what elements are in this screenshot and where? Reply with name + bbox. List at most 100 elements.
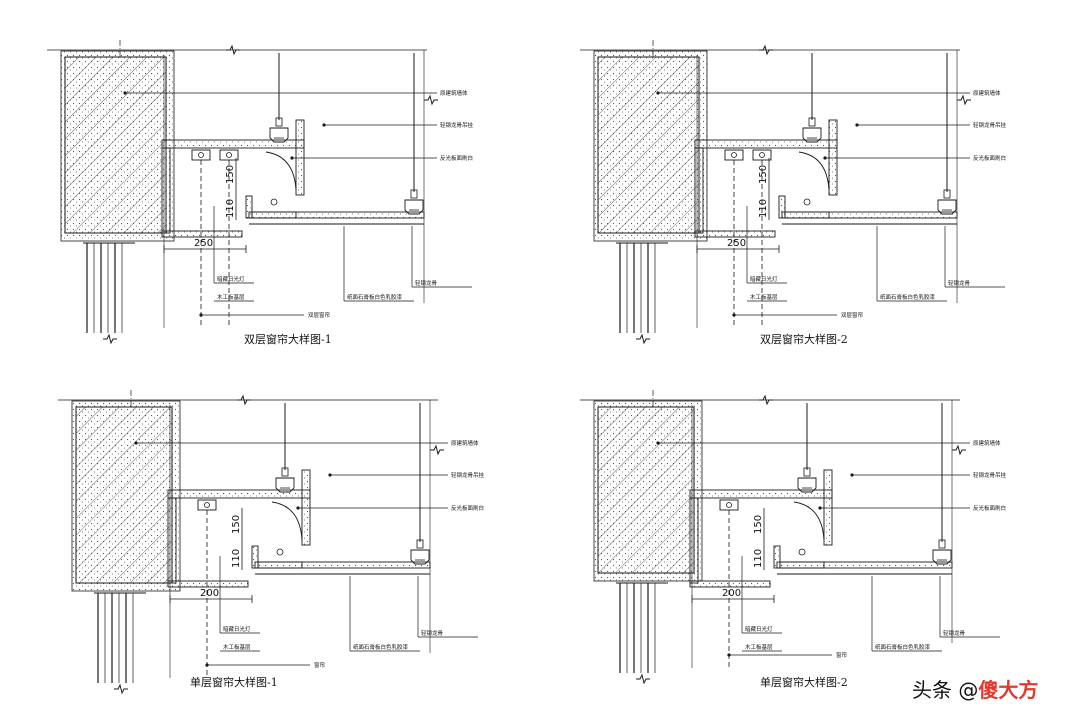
callout-2: 轻钢龙骨吊挂: [451, 471, 485, 479]
top-break-symbol: [237, 394, 251, 406]
pocket-bottom-ledge: [689, 580, 771, 588]
leader-dot: [199, 313, 203, 317]
leader-dot: [205, 663, 209, 667]
callout-7: 轻钢龙骨: [948, 279, 971, 287]
ceiling-hanger-left: [802, 53, 822, 143]
callout-4: 暗藏日光灯: [217, 275, 245, 283]
callout-3: 反光板面刷白: [973, 504, 1006, 512]
leader-dot: [322, 123, 326, 127]
callout-1: 原建筑墙体: [440, 89, 468, 97]
pocket-right-board: [828, 119, 838, 196]
curtain-track: [191, 149, 211, 161]
callouts: 原建筑墙体轻钢龙骨吊挂反光板面刷白暗藏日光灯木工板基层纸面石膏板白色乳胶漆轻钢龙…: [134, 439, 485, 669]
lamp-symbol: [803, 198, 811, 206]
structural-wall: [597, 56, 700, 234]
keel-clip: [932, 549, 952, 565]
track-roller: [731, 152, 737, 158]
dim-text-height-lower: 110: [225, 199, 236, 218]
pocket-bottom-ledge: [694, 230, 776, 238]
light-trough-board: [778, 195, 786, 219]
ceiling-hanger-right: [932, 403, 952, 565]
hanger-clip: [808, 117, 816, 127]
dim-text-height-upper: 150: [225, 165, 236, 184]
watermark-name: 傻大方: [978, 678, 1039, 702]
pocket-bottom-ledge: [161, 230, 243, 238]
keel-clip: [275, 477, 295, 493]
reflector-curve: [265, 151, 297, 191]
curtain-pocket: [161, 119, 425, 238]
reflector-curve: [793, 501, 825, 541]
callout-5: 木工板基层: [223, 643, 251, 651]
callout-2: 轻钢龙骨吊挂: [440, 121, 474, 129]
side-break-symbol: [430, 444, 444, 456]
dim-text-width: 250: [194, 238, 213, 249]
dim-text-width: 200: [722, 588, 741, 599]
curtain-detail-4: 200150110原建筑墙体轻钢龙骨吊挂反光板面刷白暗藏日光灯木工板基层纸面石膏…: [580, 390, 1007, 685]
callout-5: 木工板基层: [217, 293, 245, 301]
leader-dot: [823, 156, 827, 160]
callout-7: 轻钢龙骨: [943, 629, 966, 637]
trough-bottom-board: [779, 561, 825, 569]
leader-dot: [656, 91, 660, 95]
curtain-detail-3: 200150110原建筑墙体轻钢龙骨吊挂反光板面刷白暗藏日光灯木工板基层纸面石膏…: [58, 390, 485, 695]
callout-8: 窗帘: [836, 651, 848, 659]
caption-panel-2: 双层窗帘大样图-2: [760, 333, 848, 346]
curtain-detail-1: 250150110原建筑墙体轻钢龙骨吊挂反光板面刷白暗藏日光灯木工板基层纸面石膏…: [47, 40, 474, 345]
watermark: 头条 @傻大方: [912, 674, 1038, 703]
hanger-clip: [281, 467, 289, 477]
trough-bottom-board: [257, 561, 303, 569]
callout-6: 纸面石膏板白色乳胶漆: [353, 643, 409, 651]
ceiling-hanger-left: [269, 53, 289, 143]
pocket-top-board: [694, 139, 838, 149]
callout-3: 反光板面刷白: [973, 154, 1006, 162]
side-break-symbol: [952, 444, 966, 456]
callout-8: 窗帘: [314, 661, 326, 669]
dim-text-height-lower: 110: [753, 549, 764, 568]
callouts: 原建筑墙体轻钢龙骨吊挂反光板面刷白暗藏日光灯木工板基层纸面石膏板白色乳胶漆轻钢龙…: [656, 439, 1007, 659]
callout-5: 木工板基层: [745, 643, 773, 651]
bottom-break-symbol: [636, 673, 650, 685]
keel-clip: [937, 199, 957, 215]
callout-7: 轻钢龙骨: [421, 629, 444, 637]
ceiling-hanger-right: [410, 403, 430, 565]
bottom-break-symbol: [114, 683, 128, 695]
curtain-track: [219, 149, 239, 161]
leader-dot: [656, 441, 660, 445]
callout-6: 纸面石膏板白色乳胶漆: [880, 293, 936, 301]
track-roller: [204, 502, 210, 508]
structural-wall: [597, 406, 695, 574]
curtain-track: [197, 499, 217, 511]
window-frame: [94, 592, 146, 683]
top-break-symbol: [226, 44, 240, 56]
curtain-tracks: [197, 499, 217, 678]
lamp-symbol: [276, 548, 284, 556]
ceiling-hanger-left: [797, 403, 817, 493]
keel-clip: [802, 127, 822, 143]
side-break-symbol: [957, 94, 971, 106]
dim-text-height-lower: 110: [231, 549, 242, 568]
hanger-clip: [410, 189, 418, 199]
keel-clip: [269, 127, 289, 143]
track-roller: [198, 152, 204, 158]
track-roller: [726, 502, 732, 508]
caption-panel-4: 单层窗帘大样图-2: [760, 676, 848, 689]
callout-4: 暗藏日光灯: [223, 625, 251, 633]
pocket-left-board: [694, 147, 704, 234]
leader-dot: [732, 313, 736, 317]
reflector-curve: [271, 501, 303, 541]
trough-bottom-board: [784, 211, 830, 219]
dim-text-height-upper: 150: [758, 165, 769, 184]
light-trough-board: [251, 545, 259, 569]
trough-bottom-board: [251, 211, 297, 219]
callout-6: 纸面石膏板白色乳胶漆: [347, 293, 403, 301]
callout-8: 双层窗帘: [841, 311, 864, 319]
light-trough-board: [245, 195, 253, 219]
dimensions: 250 150 110: [163, 158, 247, 253]
callout-4: 暗藏日光灯: [745, 625, 773, 633]
pocket-left-board: [689, 497, 699, 584]
callout-6: 纸面石膏板白色乳胶漆: [875, 643, 931, 651]
hanger-clip: [943, 189, 951, 199]
callout-1: 原建筑墙体: [973, 439, 1001, 447]
